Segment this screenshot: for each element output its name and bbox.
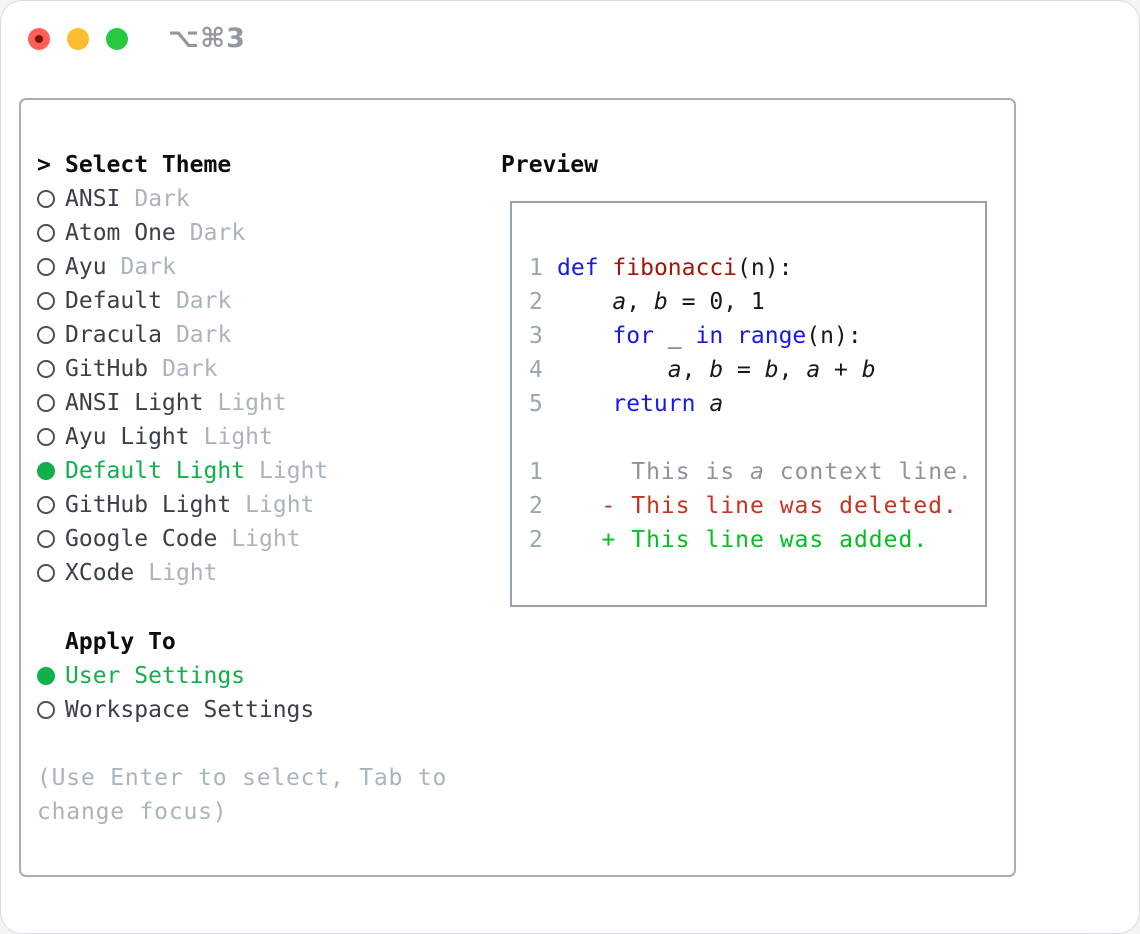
radio-icon (37, 701, 55, 719)
preview-line: 4 a, b = b, a + b (529, 353, 985, 387)
theme-option-dracula-dark[interactable]: Dracula Dark (37, 318, 328, 352)
line-number: 5 (529, 391, 543, 417)
line-number: 1 (529, 459, 543, 485)
close-button[interactable] (28, 28, 50, 50)
radio-icon (37, 224, 55, 242)
preview-line (529, 421, 985, 455)
radio-icon (37, 428, 55, 446)
theme-option-ansi-dark[interactable]: ANSI Dark (37, 182, 328, 216)
apply-to-header: Apply To (37, 625, 314, 659)
line-number: 2 (529, 493, 543, 519)
window-title: ⌥⌘3 (168, 23, 246, 54)
preview-line: 3 for _ in range(n): (529, 319, 985, 353)
theme-list-title: Select Theme (65, 152, 232, 178)
theme-option-github-dark[interactable]: GitHub Dark (37, 352, 328, 386)
radio-icon (37, 496, 55, 514)
theme-option-ayu-dark[interactable]: Ayu Dark (37, 250, 328, 284)
line-number: 2 (529, 289, 543, 315)
preview-line: 1 This is a context line. (529, 455, 985, 489)
radio-icon (37, 190, 55, 208)
theme-option-default-light[interactable]: Default Light Light (37, 454, 328, 488)
minimize-button[interactable] (67, 28, 89, 50)
radio-icon (37, 326, 55, 344)
theme-list: > Select Theme ANSI Dark Atom One Dark A… (37, 148, 328, 590)
radio-icon (37, 462, 55, 480)
theme-list-header: > Select Theme (37, 148, 328, 182)
radio-icon (37, 564, 55, 582)
preview-line: 2 + This line was added. (529, 523, 985, 557)
preview-line: 2 a, b = 0, 1 (529, 285, 985, 319)
radio-icon (37, 530, 55, 548)
theme-option-ansi-light[interactable]: ANSI Light Light (37, 386, 328, 420)
line-number: 1 (529, 255, 543, 281)
theme-option-default-dark[interactable]: Default Dark (37, 284, 328, 318)
theme-option-google-code[interactable]: Google Code Light (37, 522, 328, 556)
preview-line: 2 - This line was deleted. (529, 489, 985, 523)
line-number: 4 (529, 357, 543, 383)
theme-option-atom-one-dark[interactable]: Atom One Dark (37, 216, 328, 250)
theme-option-ayu-light[interactable]: Ayu Light Light (37, 420, 328, 454)
preview-line: 5 return a (529, 387, 985, 421)
maximize-button[interactable] (106, 28, 128, 50)
theme-option-github-light[interactable]: GitHub Light Light (37, 488, 328, 522)
radio-icon (37, 667, 55, 685)
theme-option-xcode[interactable]: XCode Light (37, 556, 328, 590)
radio-icon (37, 258, 55, 276)
line-number: 3 (529, 323, 543, 349)
preview-title: Preview (501, 152, 598, 178)
radio-icon (37, 292, 55, 310)
apply-option-workspace-settings[interactable]: Workspace Settings (37, 693, 314, 727)
line-number: 2 (529, 527, 543, 553)
apply-to-title: Apply To (65, 629, 176, 655)
cursor-icon: > (37, 152, 51, 178)
apply-to-section: Apply To User Settings Workspace Setting… (37, 625, 314, 727)
close-dot-icon (35, 35, 43, 43)
radio-icon (37, 360, 55, 378)
apply-option-user-settings[interactable]: User Settings (37, 659, 314, 693)
keyboard-hint: (Use Enter to select, Tab to change focu… (37, 765, 448, 825)
radio-icon (37, 394, 55, 412)
